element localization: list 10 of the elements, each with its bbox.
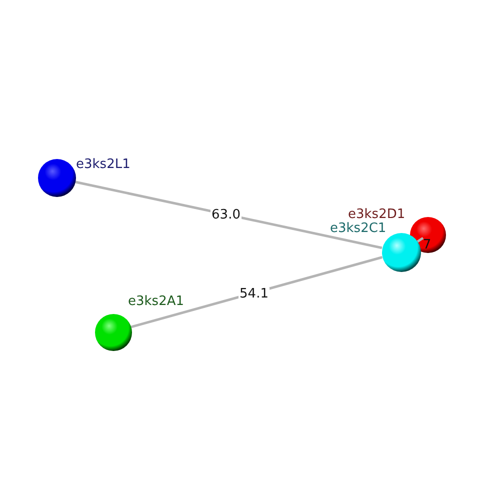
- connector-line: [416, 236, 424, 243]
- connector-line: [130, 256, 383, 328]
- edge-label: 63.0: [210, 208, 242, 222]
- node-label: e3ks2C1: [330, 222, 386, 235]
- node-label: e3ks2A1: [128, 295, 184, 308]
- edge-label: 7: [422, 238, 432, 252]
- node-label: e3ks2D1: [348, 208, 406, 221]
- connector-line: [75, 180, 382, 250]
- node-label: e3ks2L1: [76, 158, 130, 171]
- edge-label: 54.1: [238, 288, 270, 300]
